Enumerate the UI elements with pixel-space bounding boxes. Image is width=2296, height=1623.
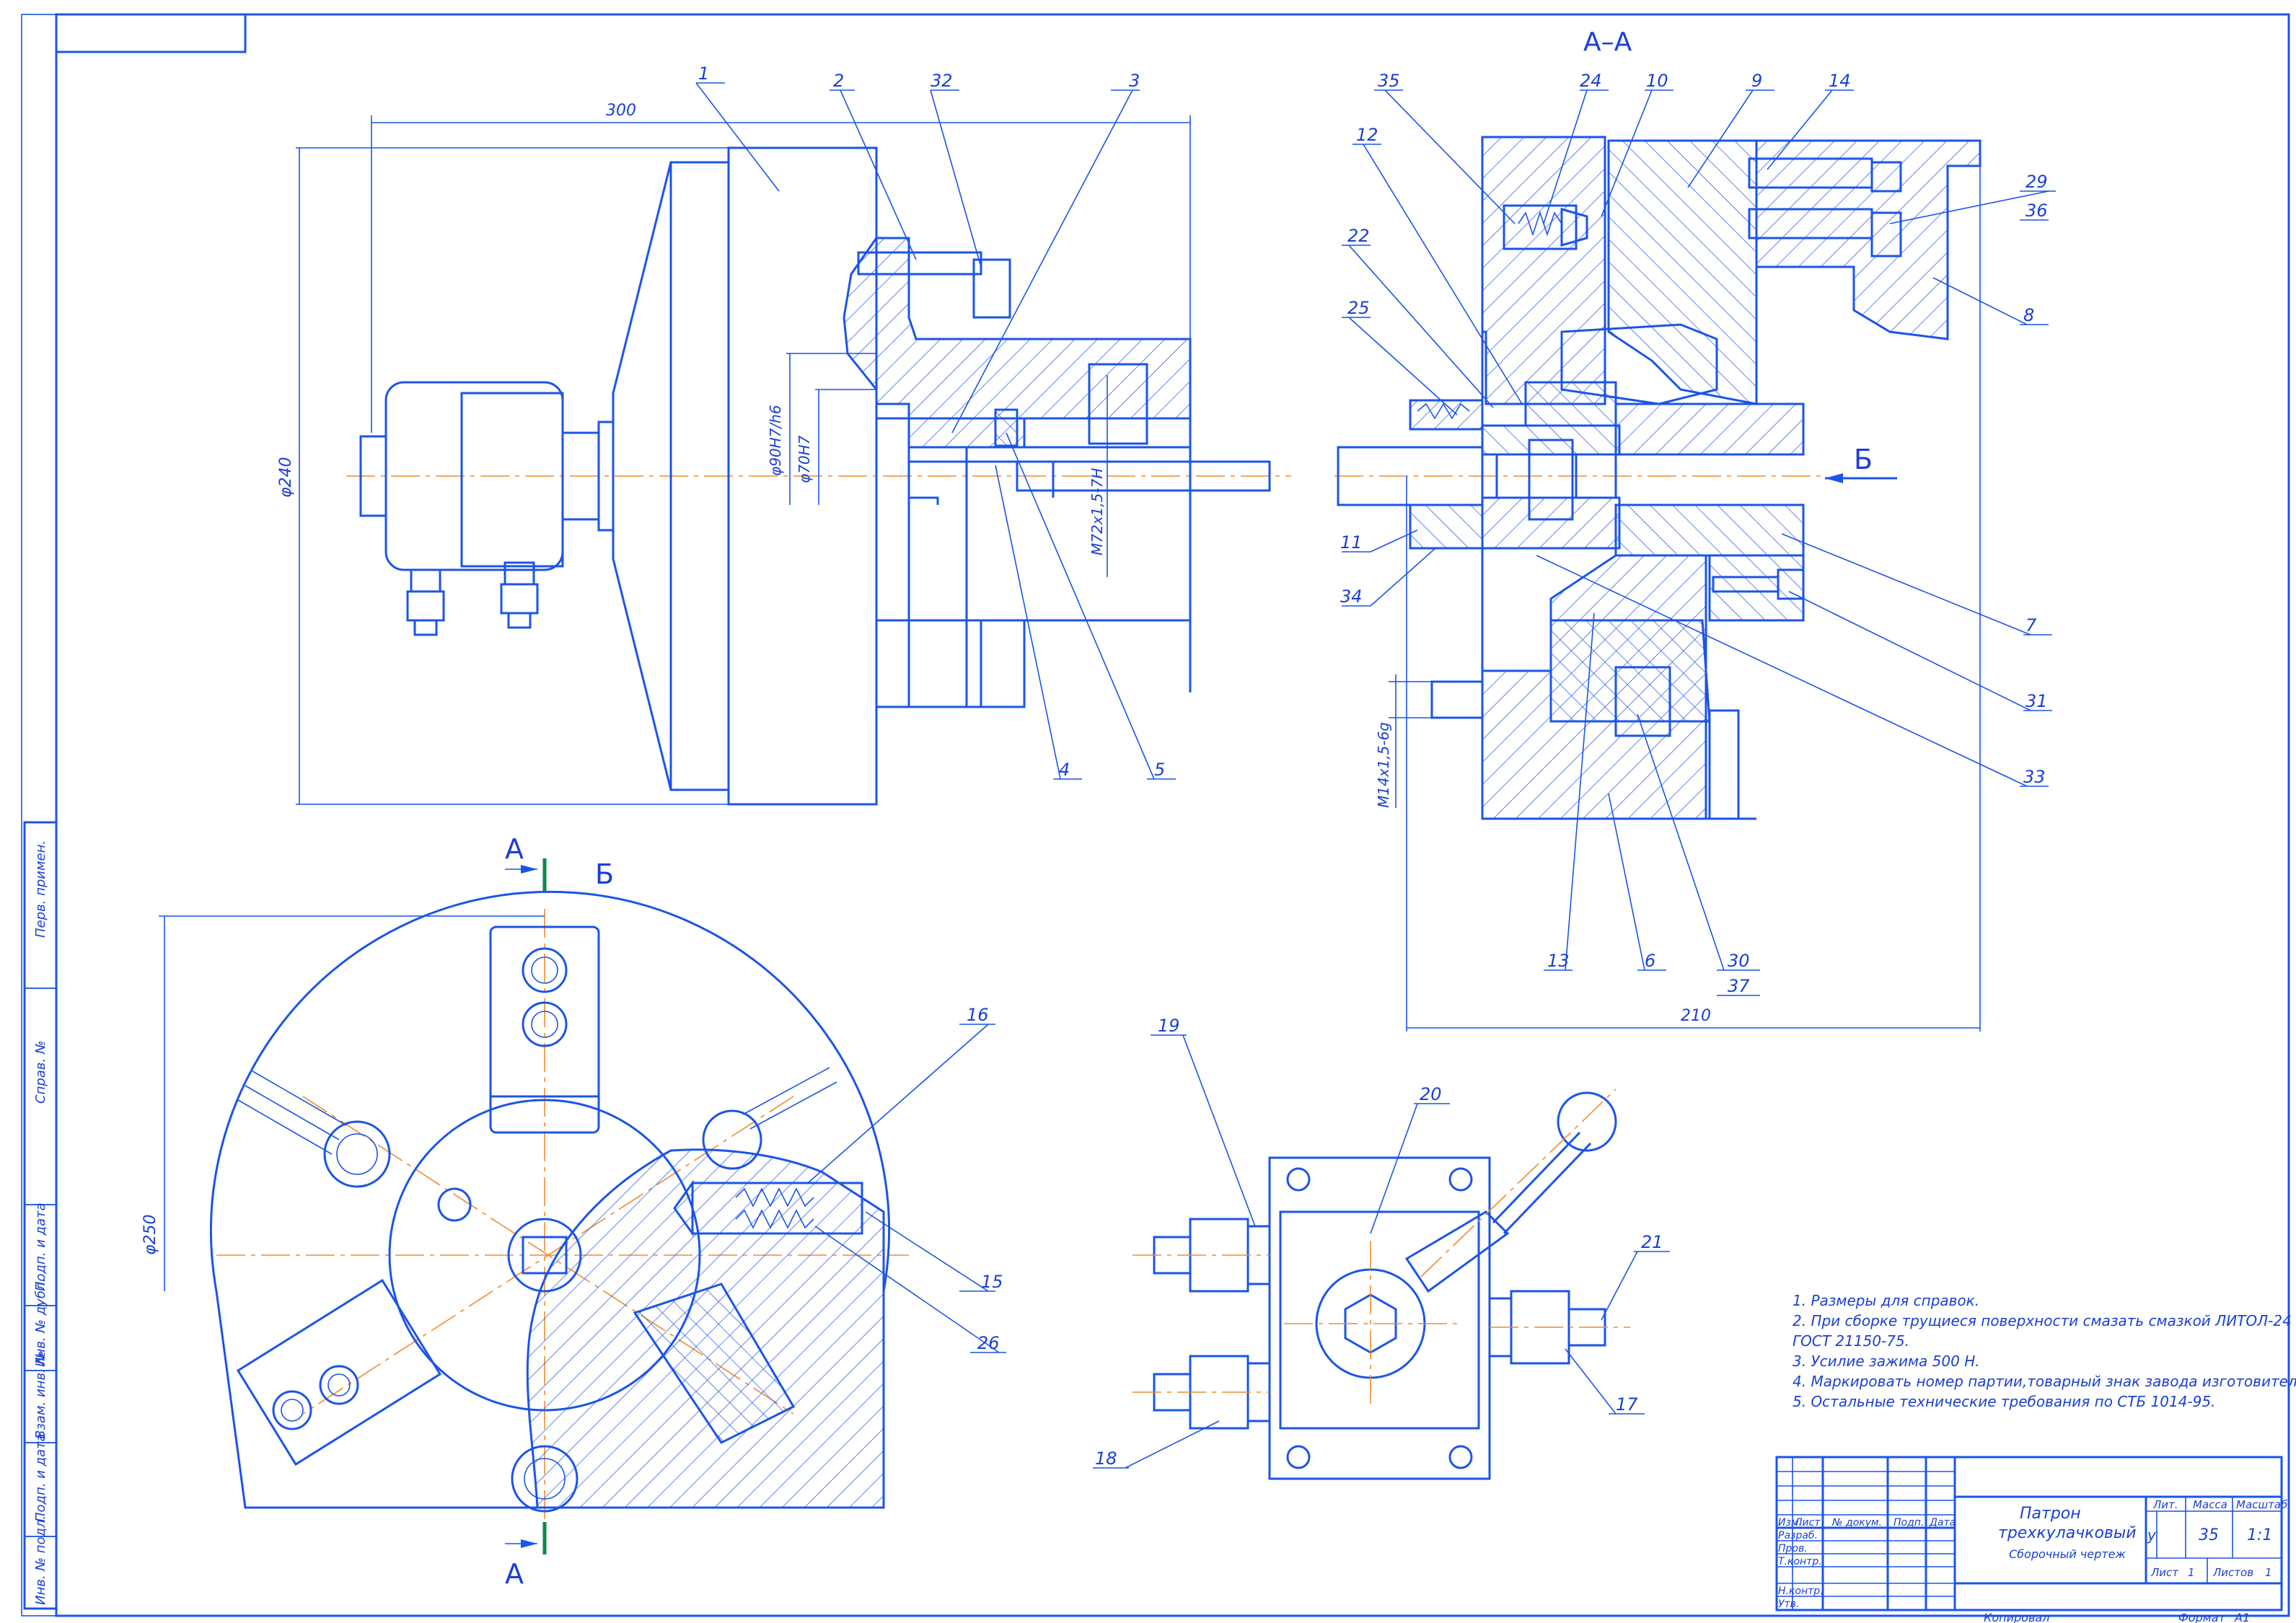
side-stamp-column: Перв. примен. Справ. № Подп. и дата Инв.…	[23, 821, 58, 1610]
sheets-label: Листов	[2212, 1566, 2253, 1579]
copied-label: Копировал	[1984, 1611, 2049, 1623]
note-3: 3. Усилие зажима 500 Н.	[1793, 1352, 1980, 1370]
dim-dia-250: φ250	[141, 1214, 159, 1255]
scale-header: Масштаб	[2236, 1498, 2287, 1511]
cut-label-bottom: A	[505, 1558, 524, 1590]
product-name-line2: трехкулачковый	[1998, 1524, 2137, 1542]
dim-length-210: 210	[1681, 1007, 1711, 1025]
callout-21: 21	[1641, 1232, 1663, 1252]
col-izm: Изм.	[1778, 1517, 1802, 1529]
dim-dia-240: φ240	[277, 457, 295, 498]
sheets-value: 1	[2265, 1566, 2272, 1579]
note-4: 4. Маркировать номер партии,товарный зна…	[1793, 1373, 2296, 1390]
callout-33: 33	[2023, 767, 2046, 787]
callout-8: 8	[2023, 305, 2034, 325]
stamp-inv-podl: Инв. № подл.	[33, 1516, 48, 1605]
note-2: 2. При сборке трущиеся поверхности смаза…	[1793, 1312, 2292, 1329]
callout-19: 19	[1158, 1016, 1180, 1036]
col-podp: Подп.	[1893, 1517, 1924, 1529]
callout-3: 3	[1129, 71, 1140, 91]
callout-26: 26	[977, 1333, 1000, 1353]
callout-35: 35	[1378, 71, 1400, 91]
sheet-value: 1	[2188, 1566, 2195, 1579]
col-data: Дата	[1929, 1517, 1956, 1529]
doc-type: Сборочный чертеж	[2009, 1547, 2126, 1561]
note-2b: ГОСТ 21150-75.	[1793, 1332, 1909, 1350]
callout-36: 36	[2026, 201, 2048, 221]
main-view-cylinder: 300 φ240 φ90H7/h6 φ70H7 M72x1,5-7H 1 2 3…	[277, 63, 1291, 806]
stamp-podp-data-1: Подп. и дата	[33, 1202, 48, 1291]
mass-value: 35	[2199, 1526, 2219, 1544]
callout-13: 13	[1547, 951, 1570, 971]
dim-length-300: 300	[606, 102, 636, 120]
row-utv: Утв.	[1778, 1598, 1799, 1610]
stamp-podp-data-2: Подп. и дата	[33, 1433, 48, 1522]
callout-24: 24	[1580, 71, 1602, 91]
callout-34: 34	[1340, 586, 1363, 607]
callout-1: 1	[698, 63, 709, 84]
row-razrab: Разраб.	[1778, 1530, 1818, 1541]
callout-11: 11	[1340, 532, 1363, 553]
callout-9: 9	[1751, 71, 1762, 91]
col-ndoc: № докум.	[1831, 1517, 1882, 1529]
note-1: 1. Размеры для справок.	[1793, 1292, 1979, 1309]
stamp-vzam-inv: Взам. инв. №	[33, 1351, 48, 1439]
row-tkontr: Т.контр.	[1778, 1556, 1822, 1567]
cut-label-top: A	[505, 833, 524, 865]
callout-20: 20	[1420, 1084, 1442, 1104]
callout-10: 10	[1646, 71, 1668, 91]
technical-notes: 1. Размеры для справок. 2. При сборке тр…	[1793, 1292, 2296, 1410]
format-label: Формат	[2178, 1611, 2226, 1623]
callout-22: 22	[1347, 226, 1370, 246]
callout-30: 30	[1728, 951, 1750, 971]
section-title: A–A	[1583, 27, 1632, 57]
note-5: 5. Остальные технические требования по С…	[1793, 1393, 2215, 1410]
front-view-b: A A Б	[141, 833, 1006, 1590]
dim-dia-70: φ70H7	[796, 435, 813, 483]
scale-value: 1:1	[2247, 1526, 2272, 1544]
lit-header: Лит.	[2152, 1498, 2178, 1511]
callout-5: 5	[1154, 760, 1165, 780]
stamp-perv-primen: Перв. примен.	[33, 840, 48, 938]
title-block: Изм. Лист № докум. Подп. Дата Разраб. Пр…	[1775, 1456, 2287, 1623]
lit-value: у	[2147, 1526, 2157, 1544]
callout-18: 18	[1095, 1448, 1117, 1469]
view-label-b-front: Б	[595, 858, 614, 890]
dim-thread-m72: M72x1,5-7H	[1088, 468, 1106, 555]
sheet-label: Лист	[2150, 1566, 2179, 1579]
callout-32: 32	[931, 71, 953, 91]
section-a-a: A–A	[1334, 27, 2056, 1032]
stamp-sprav-no: Справ. №	[33, 1040, 48, 1104]
sheet-frame	[21, 13, 2290, 1617]
callout-6: 6	[1645, 951, 1655, 971]
callout-16: 16	[967, 1005, 989, 1025]
callout-4: 4	[1059, 760, 1070, 780]
product-name-line1: Патрон	[2020, 1505, 2081, 1523]
callout-17: 17	[1616, 1394, 1638, 1415]
mass-header: Масса	[2193, 1498, 2227, 1511]
callout-29: 29	[2026, 172, 2048, 192]
callout-7: 7	[2026, 615, 2037, 635]
valve-view: 19 20 21 17 18	[1093, 1016, 1670, 1480]
callout-25: 25	[1347, 298, 1370, 318]
callout-37: 37	[1728, 976, 1750, 996]
row-prov: Пров.	[1778, 1543, 1808, 1554]
view-label-b-top: Б	[1854, 444, 1873, 475]
callout-2: 2	[833, 71, 844, 91]
callout-12: 12	[1356, 125, 1378, 145]
col-list: Лист	[1794, 1517, 1821, 1529]
callout-15: 15	[981, 1272, 1003, 1292]
dim-thread-m14: M14x1,5-6g	[1375, 722, 1392, 808]
stamp-inv-dubl: Инв. № дубл.	[33, 1278, 48, 1367]
row-nkontr: Н.контр.	[1778, 1585, 1824, 1597]
callout-31: 31	[2026, 691, 2048, 711]
callout-14: 14	[1829, 71, 1851, 91]
format-value: A1	[2234, 1611, 2250, 1623]
dim-dia-90: φ90H7/h6	[767, 405, 784, 476]
